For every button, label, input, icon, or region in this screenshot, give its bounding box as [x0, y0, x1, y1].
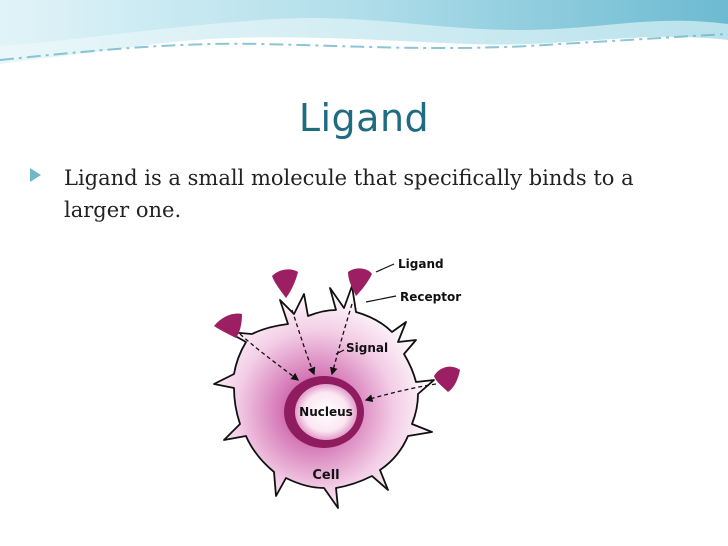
- bullet-text: Ligand is a small molecule that specific…: [64, 166, 634, 222]
- ligand-shape: [214, 313, 242, 338]
- label-cell: Cell: [312, 468, 339, 483]
- ligand-shape: [434, 366, 460, 392]
- signal-arrows: [239, 303, 437, 403]
- header-wave-banner: [0, 0, 728, 64]
- label-signal: Signal: [346, 341, 388, 355]
- label-nucleus: Nucleus: [299, 405, 353, 419]
- label-receptor: Receptor: [400, 290, 461, 304]
- ligand-shape: [272, 269, 298, 298]
- ligand-receptor-diagram: Ligand Receptor Signal Nucleus Cell: [213, 257, 461, 509]
- slide-title: Ligand: [298, 96, 430, 140]
- label-ligand: Ligand: [398, 257, 444, 271]
- ligand-shape: [348, 268, 372, 296]
- bullet-arrow-icon: [30, 168, 41, 182]
